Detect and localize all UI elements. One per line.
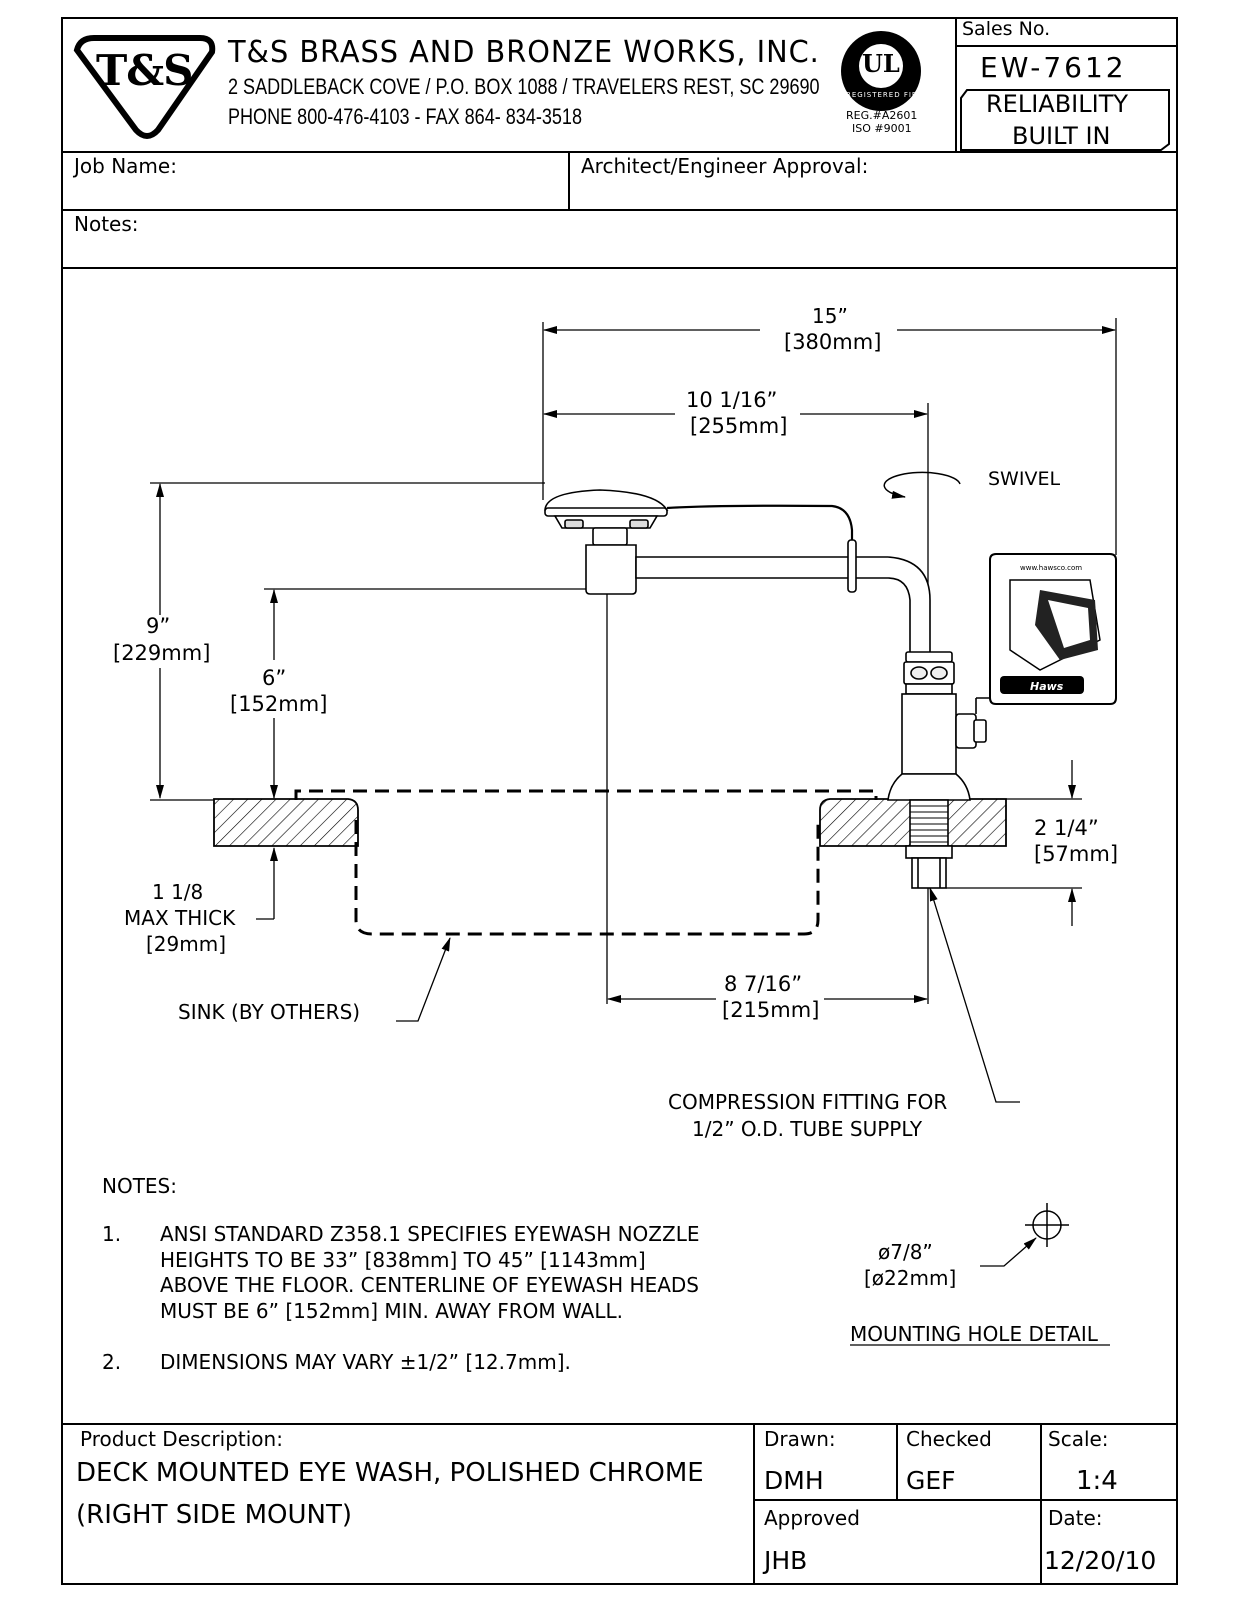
sales-no-value: EW-7612: [980, 51, 1127, 84]
eyewash-head: [544, 489, 931, 656]
countertop-left: [213, 798, 359, 847]
ul-ring-text: REGISTERED FIRM: [846, 91, 925, 99]
ul-registered-firm-icon: [841, 31, 921, 111]
job-name-label: Job Name:: [74, 154, 177, 178]
valve-body: [887, 651, 987, 889]
iso-number: ISO #9001: [852, 122, 912, 135]
architect-approval-label: Architect/Engineer Approval:: [581, 154, 869, 178]
logo-text: T&S: [96, 46, 194, 95]
note-1-line1: ANSI STANDARD Z358.1 SPECIFIES EYEWASH N…: [160, 1222, 700, 1246]
dim-9-mm: [229mm]: [113, 641, 211, 665]
mounting-hole-dia: ø7/8”: [878, 1240, 933, 1264]
approved-value: JHB: [764, 1546, 808, 1575]
note-1-line2: HEIGHTS TO BE 33” [838mm] TO 45” [1143mm…: [160, 1248, 646, 1272]
mounting-hole-dia-mm: [ø22mm]: [864, 1266, 957, 1290]
dim-8-7-16-mm: [215mm]: [722, 998, 820, 1022]
dim-6-mm: [152mm]: [230, 692, 328, 716]
haws-sign: [976, 553, 1117, 705]
mounting-hole-title: MOUNTING HOLE DETAIL: [850, 1322, 1098, 1346]
date-label: Date:: [1048, 1506, 1103, 1530]
checked-value: GEF: [906, 1466, 956, 1495]
compression-line1: COMPRESSION FITTING FOR: [668, 1090, 948, 1114]
ul-text: UL: [862, 49, 900, 78]
ts-logo: [73, 35, 216, 139]
company-address: 2 SADDLEBACK COVE / P.O. BOX 1088 / TRAV…: [228, 74, 820, 99]
dim-6: 6”: [262, 666, 287, 690]
dim-9: 9”: [146, 614, 171, 638]
reg-number: REG.#A2601: [846, 109, 918, 122]
sales-no-label: Sales No.: [962, 18, 1051, 40]
swivel-label: SWIVEL: [988, 468, 1061, 490]
product-line1: DECK MOUNTED EYE WASH, POLISHED CHROME: [76, 1458, 704, 1488]
mounting-hole-icon: [1025, 1203, 1069, 1247]
dim-10-1-16-mm: [255mm]: [690, 414, 788, 438]
dim-15-mm: [380mm]: [784, 330, 882, 354]
reliability-box: [960, 89, 1170, 151]
reliability-line2: BUILT IN: [1012, 122, 1111, 150]
scale-label: Scale:: [1048, 1427, 1109, 1451]
company-phone: PHONE 800-476-4103 - FAX 864- 834-3518: [228, 104, 583, 129]
drawn-value: DMH: [764, 1466, 824, 1495]
note-1-line4: MUST BE 6” [152mm] MIN. AWAY FROM WALL.: [160, 1299, 623, 1323]
dim-15: 15”: [812, 304, 848, 328]
dim-2-1-4: 2 1/4”: [1034, 816, 1099, 840]
thick-line3: [29mm]: [146, 932, 227, 956]
approved-label: Approved: [764, 1506, 860, 1530]
dim-8-7-16: 8 7/16”: [724, 972, 803, 996]
swivel-arrow-icon: [883, 471, 961, 499]
note-2-number: 2.: [102, 1350, 122, 1374]
drawn-label: Drawn:: [764, 1427, 836, 1451]
note-2-line1: DIMENSIONS MAY VARY ±1/2” [12.7mm].: [160, 1350, 571, 1374]
checked-label: Checked: [906, 1427, 992, 1451]
reliability-line1: RELIABILITY: [986, 90, 1129, 118]
product-line2: (RIGHT SIDE MOUNT): [76, 1500, 353, 1530]
product-description-label: Product Description:: [80, 1427, 283, 1451]
notes-heading: NOTES:: [102, 1174, 177, 1198]
date-value: 12/20/10: [1044, 1546, 1157, 1575]
scale-value: 1:4: [1076, 1466, 1118, 1496]
sink-label: SINK (BY OTHERS): [178, 1000, 361, 1024]
sink-outline: [294, 789, 878, 936]
note-1-line3: ABOVE THE FLOOR. CENTERLINE OF EYEWASH H…: [160, 1273, 699, 1297]
haws-brand: Haws: [1030, 680, 1064, 693]
notes-label: Notes:: [74, 212, 139, 236]
haws-url: www.hawsco.com: [1020, 564, 1082, 572]
thick-line2: MAX THICK: [124, 906, 236, 930]
compression-line2: 1/2” O.D. TUBE SUPPLY: [692, 1117, 923, 1141]
dim-2-1-4-mm: [57mm]: [1034, 842, 1119, 866]
dim-10-1-16: 10 1/16”: [686, 388, 778, 412]
company-name: T&S BRASS AND BRONZE WORKS, INC.: [228, 35, 820, 70]
thick-line1: 1 1/8: [152, 880, 204, 904]
note-1-number: 1.: [102, 1222, 122, 1246]
